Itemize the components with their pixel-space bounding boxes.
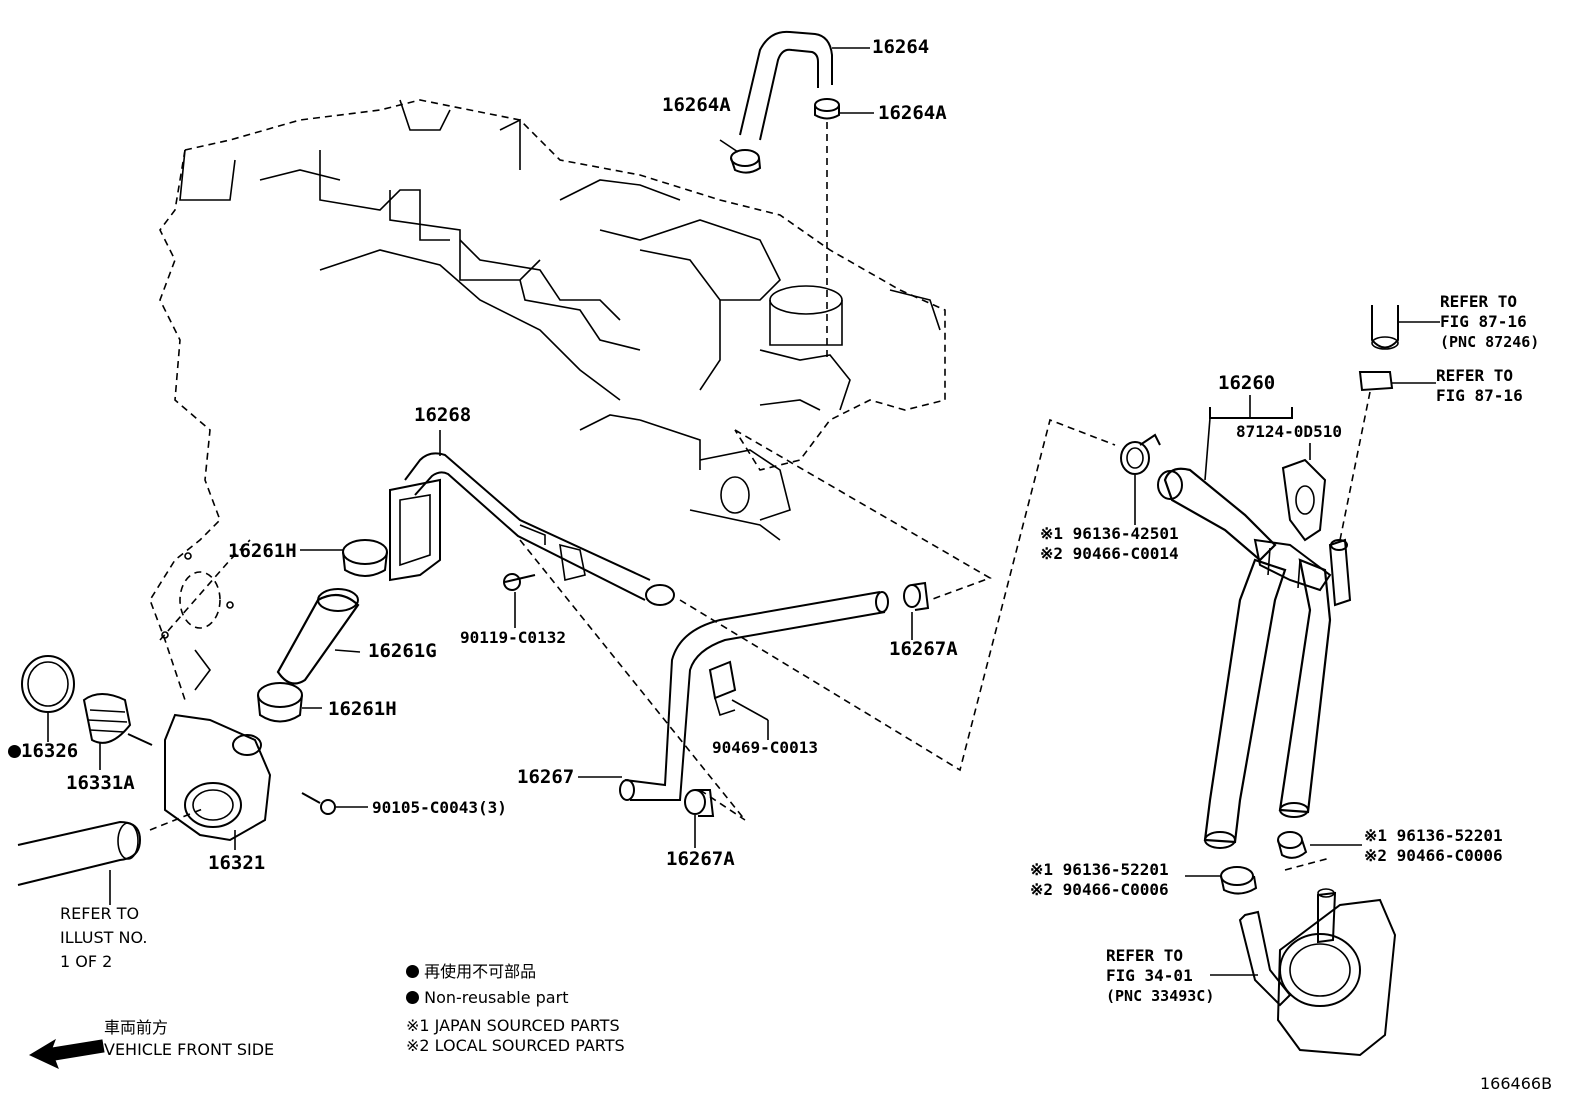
clamp-16261H-top [300, 539, 388, 577]
front-arrow-icon [28, 1038, 105, 1069]
bolt-90105 [301, 792, 368, 815]
legend-nonreusable-en: Non-reusable part [406, 988, 568, 1008]
label-16267A-bottom: 16267A [666, 848, 735, 870]
label-16331A: 16331A [66, 772, 135, 794]
legend-front-jp: 車両前方 [104, 1018, 169, 1037]
label-87124: 87124-0D510 [1236, 422, 1342, 441]
clamp-96136-52201-left [1185, 857, 1331, 895]
nonreusable-dot-icon [8, 745, 21, 758]
legend-japan-sourced: ※1 JAPAN SOURCED PARTS [406, 1016, 620, 1035]
clamp-16264A-right [814, 98, 874, 360]
nonreusable-dot-icon [406, 965, 419, 978]
pipe-16268 [389, 430, 675, 606]
legend-local-sourced: ※2 LOCAL SOURCED PARTS [406, 1036, 625, 1055]
label-90469: 90469-C0013 [712, 738, 818, 757]
label-90466-C0006-left: ※2 90466-C0006 [1030, 880, 1169, 899]
thermostat-16331A [82, 693, 153, 770]
label-96136-42501: ※1 96136-42501 [1040, 524, 1179, 543]
bolt-90119 [503, 573, 536, 628]
label-90119: 90119-C0132 [460, 628, 566, 647]
clamp-16261H-bottom [257, 682, 322, 723]
ref-illust-no: REFER TO ILLUST NO. 1 OF 2 [60, 904, 148, 971]
hose-assembly-16260 [1157, 395, 1352, 849]
clamp-96136-52201-right [1277, 831, 1362, 859]
oil-cooler [1210, 888, 1397, 1057]
clamp-16264A-left [719, 139, 762, 174]
legend-nonreusable-jp: 再使用不可部品 [406, 962, 536, 982]
label-96136-52201-left: ※1 96136-52201 [1030, 860, 1169, 879]
hose-16267 [578, 591, 889, 801]
label-16261H-bottom: 16261H [328, 698, 397, 720]
label-16264A-right: 16264A [878, 102, 947, 124]
label-16267A-right: 16267A [889, 638, 958, 660]
label-16326: 16326 [8, 740, 78, 762]
label-90466-C0006-right: ※2 90466-C0006 [1364, 846, 1503, 865]
label-16261H-top: 16261H [228, 540, 297, 562]
label-16264A-left: 16264A [662, 94, 731, 116]
ref-fig87-16-clamp: REFER TO FIG 87-16 [1436, 366, 1523, 405]
legend-front-en: VEHICLE FRONT SIDE [104, 1040, 275, 1059]
clamp-16267A-bottom [684, 789, 715, 848]
hose-16264 [739, 30, 870, 141]
clamp-16267A-right [903, 581, 930, 640]
clamp-90469 [708, 660, 769, 740]
label-16268: 16268 [414, 404, 472, 426]
gasket-16326 [21, 655, 75, 742]
ref-fig34-01: REFER TO FIG 34-01 (PNC 33493C) [1106, 946, 1215, 1005]
label-90466-C0014: ※2 90466-C0014 [1040, 544, 1179, 563]
label-16264: 16264 [872, 36, 930, 58]
label-90105: 90105-C0043(3) [372, 798, 507, 817]
protector-87124 [1281, 443, 1327, 542]
label-16260: 16260 [1218, 372, 1276, 394]
hose-refer-fig87-16 [1371, 305, 1440, 350]
label-16261G: 16261G [368, 640, 437, 662]
engine-block-outline [149, 99, 946, 701]
nonreusable-dot-icon [406, 991, 419, 1004]
label-96136-52201-right: ※1 96136-52201 [1364, 826, 1503, 845]
hose-16261G [276, 588, 361, 685]
clamp-96136-42501 [1120, 433, 1161, 525]
label-16321: 16321 [208, 852, 266, 874]
figure-id: 166466B [1480, 1074, 1553, 1093]
guide-lines [519, 418, 1116, 821]
hose-refer-illust [17, 820, 142, 905]
clamp-refer-fig87-16 [1339, 371, 1436, 541]
ref-fig87-16-pnc: REFER TO FIG 87-16 (PNC 87246) [1440, 292, 1540, 351]
label-16267: 16267 [517, 766, 575, 788]
housing-16321 [149, 713, 272, 850]
